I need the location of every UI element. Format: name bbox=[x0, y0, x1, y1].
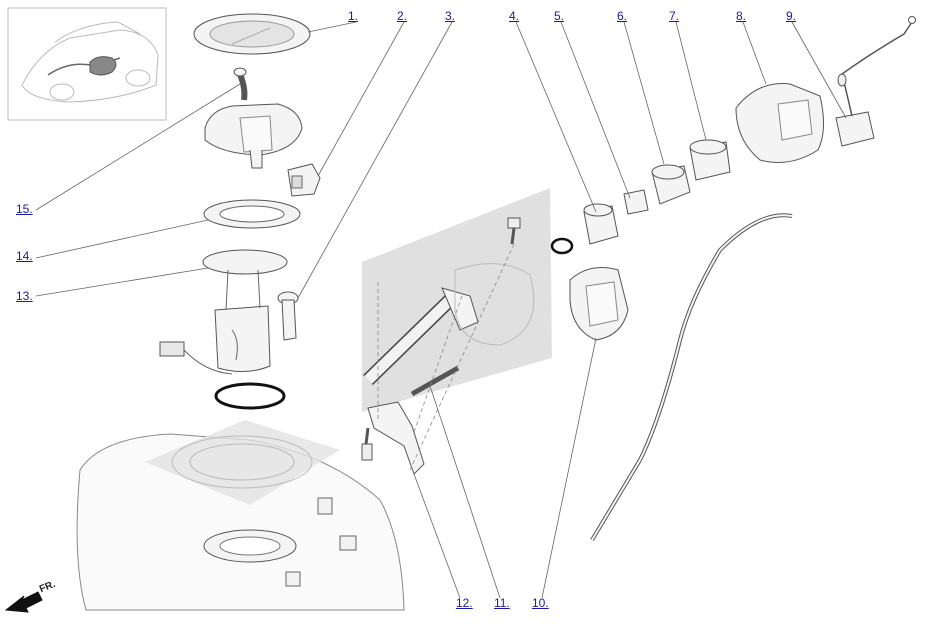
filler-bracket bbox=[367, 401, 425, 475]
callout-2[interactable]: 2. bbox=[397, 9, 408, 23]
callout-7[interactable]: 7. bbox=[669, 9, 680, 23]
callout-15[interactable]: 15. bbox=[16, 202, 33, 216]
callout-14[interactable]: 14. bbox=[16, 249, 33, 263]
callout-3[interactable]: 3. bbox=[445, 9, 456, 23]
callout-4[interactable]: 4. bbox=[509, 9, 520, 23]
bolt-upper bbox=[507, 217, 521, 245]
lid-actuator bbox=[835, 16, 916, 147]
pump-hose-connector bbox=[233, 67, 248, 101]
callout-5[interactable]: 5. bbox=[554, 9, 565, 23]
callout-12[interactable]: 12. bbox=[456, 596, 473, 610]
electrical-connector bbox=[287, 163, 321, 197]
filler-seal bbox=[623, 189, 649, 215]
filler-rod bbox=[410, 365, 460, 397]
filler-inlet-adapter bbox=[583, 203, 619, 245]
filler-ring bbox=[689, 139, 731, 181]
fuel-tank bbox=[76, 420, 405, 611]
front-direction-arrow bbox=[4, 591, 43, 613]
filler-housing bbox=[735, 83, 824, 163]
callout-1[interactable]: 1. bbox=[348, 9, 359, 23]
install-guides bbox=[377, 243, 515, 471]
filler-o-ring bbox=[550, 237, 574, 255]
callout-11[interactable]: 11. bbox=[494, 596, 510, 610]
leader-lines bbox=[35, 21, 847, 599]
access-cover bbox=[193, 13, 311, 55]
vehicle-location-inset bbox=[7, 7, 167, 121]
fuel-pump-module bbox=[159, 249, 299, 375]
filler-neck-pipe bbox=[363, 263, 535, 386]
bolt-lower bbox=[361, 427, 373, 461]
pump-o-ring bbox=[214, 382, 286, 410]
lock-ring bbox=[203, 199, 301, 229]
filler-box bbox=[569, 267, 629, 341]
callout-13[interactable]: 13. bbox=[16, 289, 33, 303]
callout-9[interactable]: 9. bbox=[786, 9, 797, 23]
callout-8[interactable]: 8. bbox=[736, 9, 747, 23]
callout-6[interactable]: 6. bbox=[617, 9, 628, 23]
filler-collar bbox=[651, 164, 691, 205]
pump-upper-flange bbox=[204, 103, 303, 169]
callout-10[interactable]: 10. bbox=[532, 596, 549, 610]
